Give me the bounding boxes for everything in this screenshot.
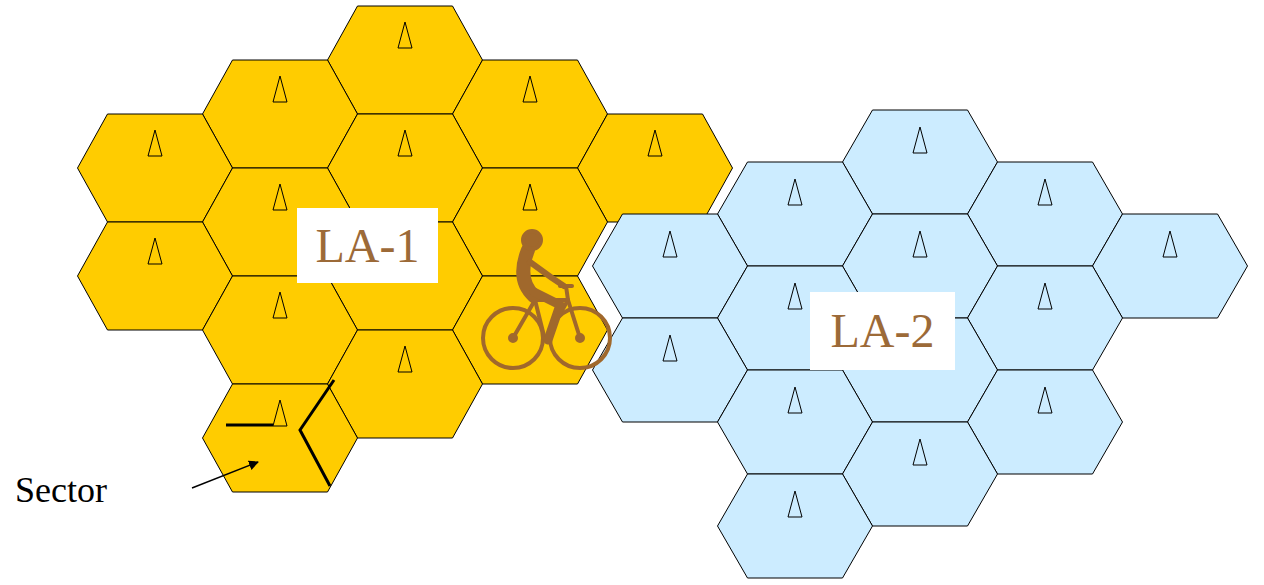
area-label: LA-1 <box>316 222 420 270</box>
sector-lines <box>226 380 334 486</box>
area-label-box: LA-2 <box>810 292 955 370</box>
sector-leader <box>192 462 258 488</box>
antennas <box>148 22 1177 517</box>
cyclist <box>483 231 610 368</box>
area-label: LA-2 <box>831 307 935 355</box>
la2-cells <box>593 110 1248 578</box>
area-label-box: LA-1 <box>297 208 438 283</box>
sector-label: Sector <box>15 472 107 508</box>
